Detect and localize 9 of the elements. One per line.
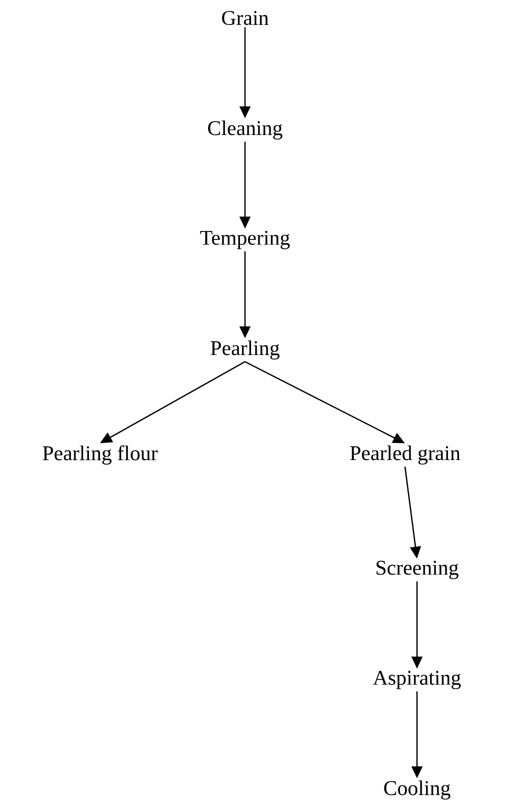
step-label: Pearling flour: [42, 445, 158, 465]
step-label: Tempering: [200, 230, 290, 250]
step-label: Cooling: [384, 780, 450, 800]
step-label: Pearled grain: [350, 446, 460, 465]
step-label: Aspirating: [373, 670, 461, 690]
step-label: Screening: [376, 560, 458, 580]
step-label: Cleaning: [208, 120, 282, 140]
step-label: Pearling: [210, 340, 280, 360]
step-label: Grain: [222, 10, 268, 26]
